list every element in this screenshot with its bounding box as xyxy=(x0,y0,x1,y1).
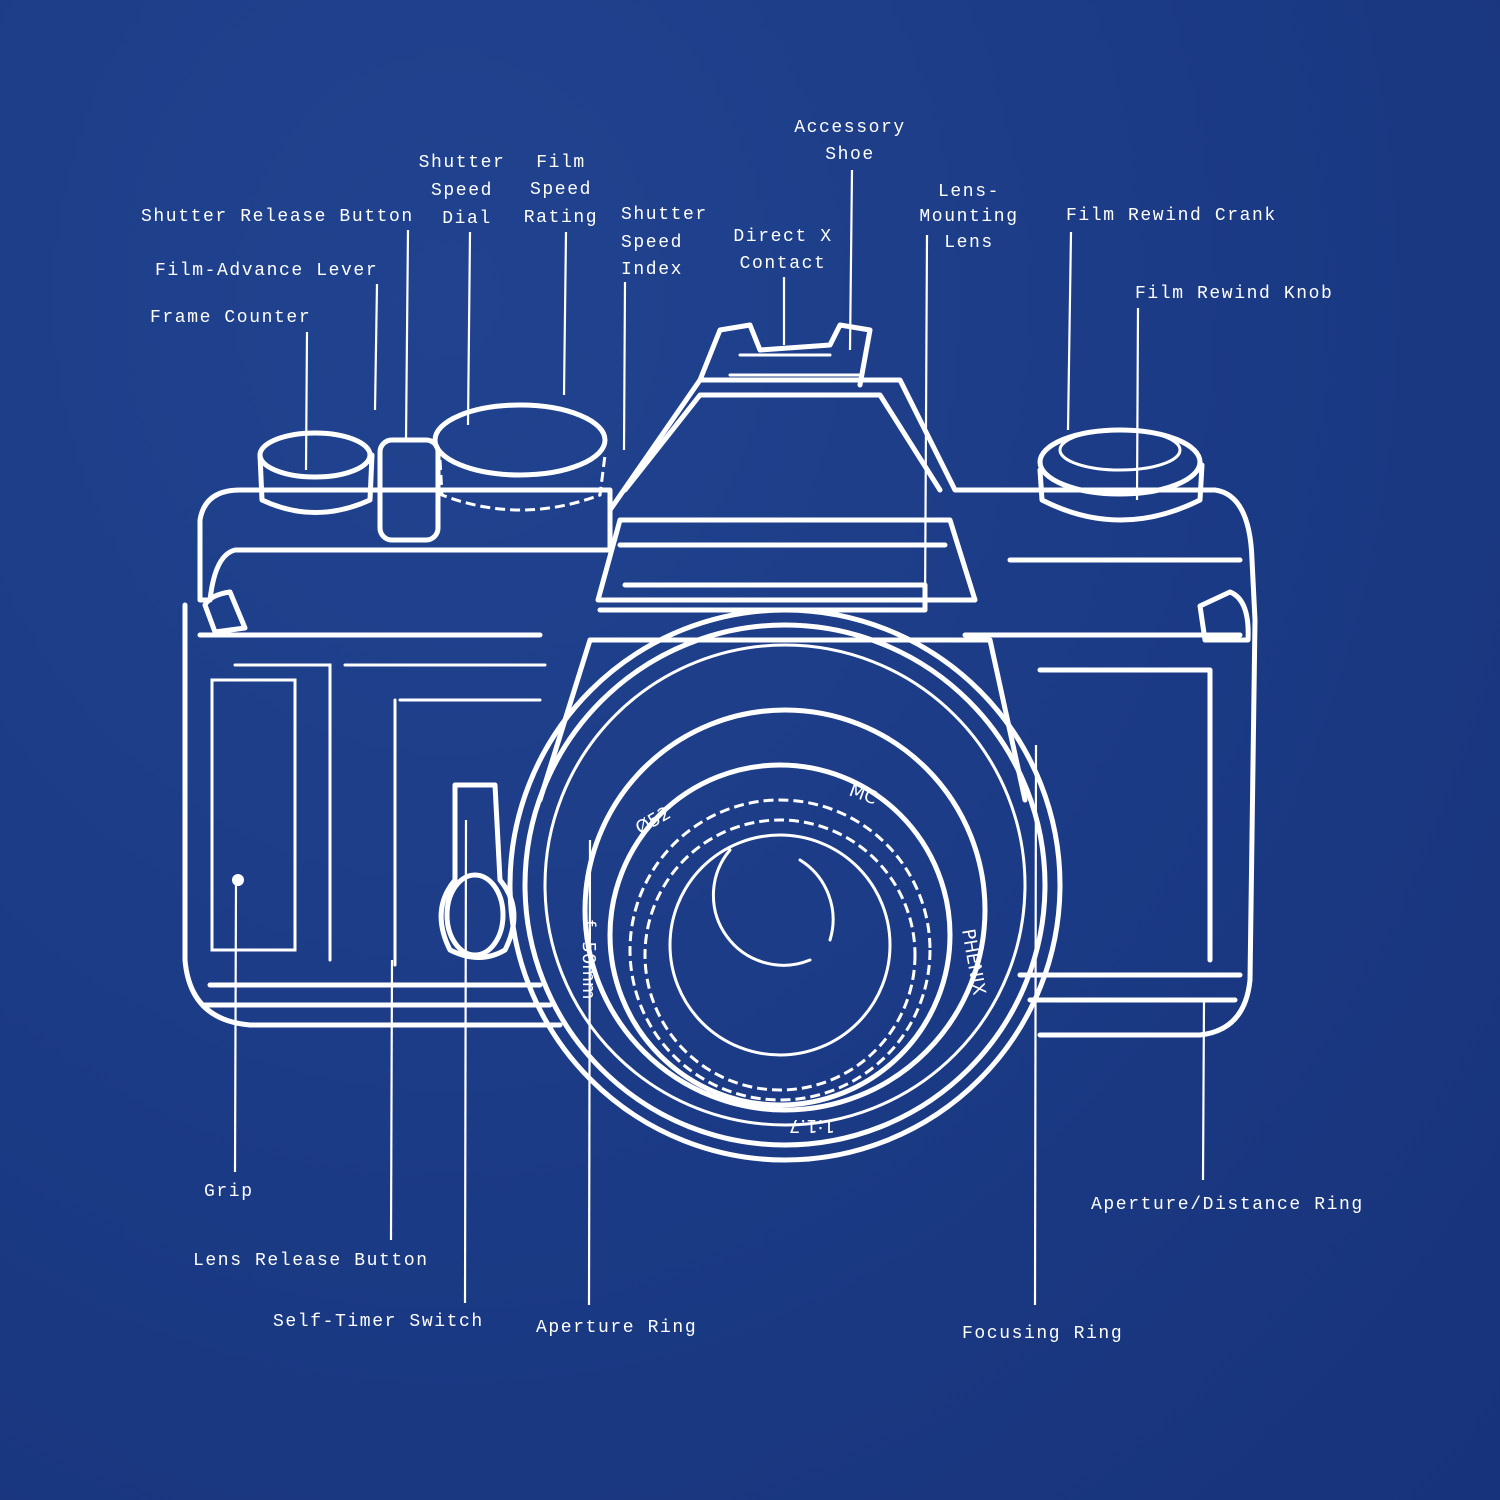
top-dials xyxy=(257,402,1205,543)
leader-lines xyxy=(233,169,1206,1306)
callout-labels: Accessory Shoe Shutter Speed Dial Film S… xyxy=(141,118,1364,1344)
label-shutter-speed-index-2: Speed xyxy=(621,233,683,253)
camera-body xyxy=(182,322,1258,1038)
label-shutter-speed-index-3: Index xyxy=(621,260,683,280)
label-direct-x-contact-1: Direct X xyxy=(733,227,832,247)
label-focusing-ring: Focusing Ring xyxy=(962,1324,1123,1344)
grip-dot xyxy=(232,874,244,886)
label-film-speed-rating-2: Speed xyxy=(530,180,592,200)
label-self-timer-switch: Self-Timer Switch xyxy=(273,1312,484,1332)
lens: Ø52 MC PHENIX 1:1.7 f=50mm xyxy=(507,607,1063,1163)
label-aperture-ring: Aperture Ring xyxy=(536,1318,697,1338)
label-film-rewind-crank: Film Rewind Crank xyxy=(1066,206,1277,226)
label-grip: Grip xyxy=(204,1182,254,1202)
label-accessory-shoe-1: Accessory xyxy=(794,118,906,138)
lens-coating-marking: MC xyxy=(846,780,880,809)
label-lens-mounting-lens-1: Lens- xyxy=(938,182,1000,202)
lens-focal-marking: f=50mm xyxy=(578,920,599,999)
label-film-rewind-knob: Film Rewind Knob xyxy=(1135,284,1333,304)
label-accessory-shoe-2: Shoe xyxy=(825,145,875,165)
label-film-speed-rating-1: Film xyxy=(536,153,586,173)
label-lens-release-button: Lens Release Button xyxy=(193,1251,429,1271)
label-aperture-distance-ring: Aperture/Distance Ring xyxy=(1091,1195,1364,1215)
label-film-speed-rating-3: Rating xyxy=(524,208,598,228)
label-shutter-speed-dial-1: Shutter xyxy=(419,153,506,173)
label-lens-mounting-lens-3: Lens xyxy=(944,233,994,253)
label-direct-x-contact-2: Contact xyxy=(740,254,827,274)
label-shutter-speed-index-1: Shutter xyxy=(621,205,708,225)
label-lens-mounting-lens-2: Mounting xyxy=(919,207,1018,227)
label-shutter-speed-dial-3: Dial xyxy=(442,209,492,229)
label-shutter-release-button: Shutter Release Button xyxy=(141,207,414,227)
label-frame-counter: Frame Counter xyxy=(150,308,311,328)
label-shutter-speed-dial-2: Speed xyxy=(431,181,493,201)
self-timer-knob xyxy=(444,872,506,958)
lens-ratio-marking: 1:1.7 xyxy=(789,1115,835,1136)
label-film-advance-lever: Film-Advance Lever xyxy=(155,261,378,281)
